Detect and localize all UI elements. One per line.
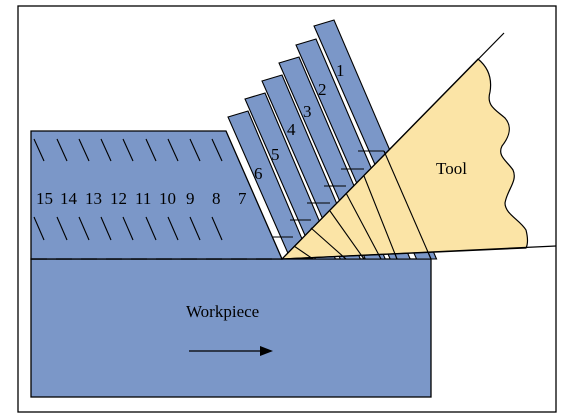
shear-plane-line (345, 192, 382, 260)
hatch-stroke (189, 138, 201, 162)
chip-segment-number: 6 (254, 164, 263, 183)
chip-segment-number: 2 (318, 80, 327, 99)
tool-label: Tool (436, 159, 467, 178)
workpiece-segment-number: 8 (212, 189, 221, 208)
hatch-stroke (100, 216, 112, 241)
workpiece-segment-number: 10 (159, 189, 176, 208)
tool-rake-face-line (281, 32, 505, 260)
chip-segment-number: 4 (287, 120, 296, 139)
hatch-stroke (167, 138, 179, 162)
workpiece-segment-number: 13 (85, 189, 102, 208)
shear-plane-line (310, 227, 347, 260)
workpiece-segment-number: 11 (135, 189, 151, 208)
uncut-layer-hatching (33, 138, 223, 241)
chip-segment (244, 92, 337, 260)
hatch-stroke (167, 216, 179, 241)
shear-plane-line (383, 150, 432, 260)
chip-segment-number: 3 (303, 102, 312, 121)
chip-segment-number: 5 (271, 145, 280, 164)
hatch-stroke (78, 138, 90, 162)
workpiece-segment-number: 7 (238, 189, 247, 208)
figure-frame (17, 5, 557, 413)
chip-segment-number: 1 (336, 61, 345, 80)
hatch-stroke (78, 216, 90, 241)
shear-plane-line (293, 245, 314, 260)
hatch-stroke (100, 138, 112, 162)
hatch-stroke (189, 216, 201, 241)
feed-direction-arrow (189, 346, 273, 356)
workpiece-segment-number: 15 (36, 189, 53, 208)
hatch-stroke (211, 138, 223, 162)
workpiece-segment-number: 9 (186, 189, 195, 208)
workpiece-segment-number: 14 (60, 189, 78, 208)
hatch-stroke (56, 216, 68, 241)
hatch-stroke (122, 138, 134, 162)
cutting-tool (280, 58, 529, 260)
hatch-stroke (145, 138, 157, 162)
shear-plane-line (363, 175, 398, 260)
hatch-stroke (122, 216, 134, 241)
shear-plane-line (329, 210, 365, 260)
hatch-stroke (211, 216, 223, 241)
hatch-stroke (56, 138, 68, 162)
hatch-stroke (33, 138, 45, 162)
hatch-stroke (145, 216, 157, 241)
workpiece-label: Workpiece (186, 302, 259, 321)
hatch-stroke (33, 216, 45, 241)
workpiece-body (30, 258, 432, 398)
chip-segment (227, 110, 312, 260)
tool-flank-face-line (281, 245, 557, 260)
workpiece-segment-number: 12 (110, 189, 127, 208)
